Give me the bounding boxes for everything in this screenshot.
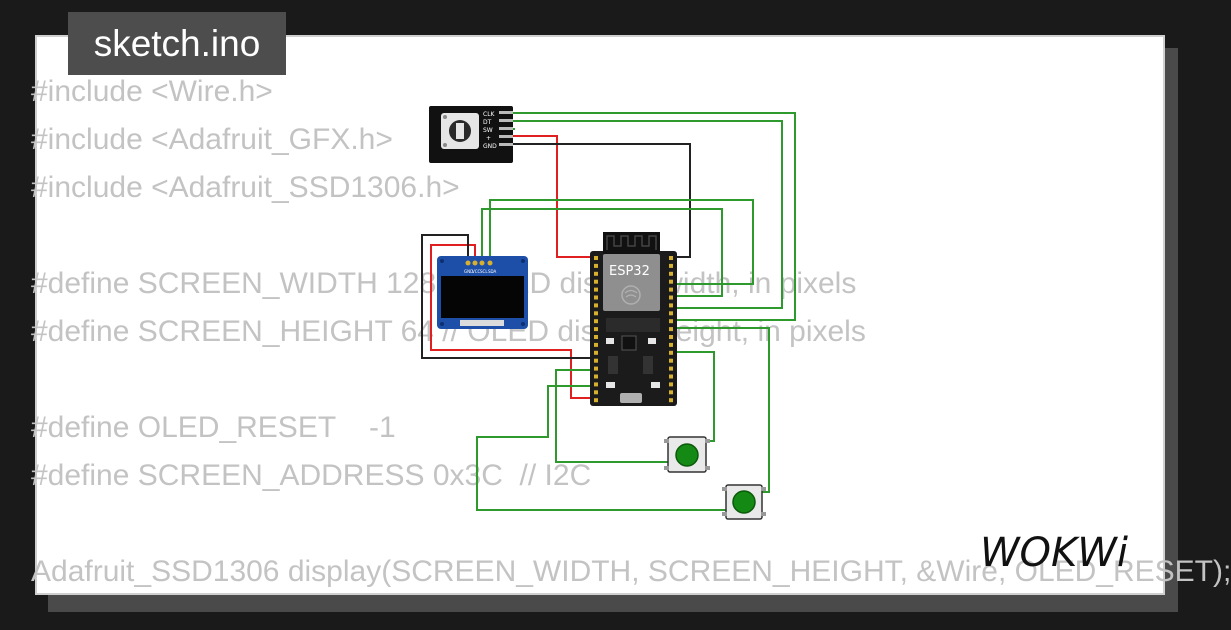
wire-green: [676, 351, 715, 442]
esp32-pin: [594, 295, 598, 300]
esp32-pin: [669, 287, 673, 292]
oled-pin-label: SCL: [480, 269, 488, 274]
wire-green: [489, 199, 754, 285]
code-editor: #include <Wire.h> #include <Adafruit_GFX.…: [31, 68, 1231, 596]
pushbutton-2[interactable]: [722, 484, 766, 520]
esp32-pin: [669, 256, 673, 260]
esp32-pin: [594, 390, 598, 395]
esp32-pin: [594, 311, 598, 316]
wire-green: [512, 120, 783, 309]
code-line: #include <Adafruit_GFX.h>: [31, 123, 393, 156]
esp32-pin: [669, 319, 673, 324]
wire-green: [512, 112, 796, 321]
encoder-pin-label: SW: [483, 127, 493, 134]
esp32-pin: [669, 390, 673, 395]
wire-red: [430, 244, 596, 399]
code-line: #define OLED_RESET -1: [31, 411, 396, 444]
oled-pin-label: VCC: [472, 269, 481, 274]
esp32-pin: [669, 382, 673, 387]
esp32-pin: [594, 350, 598, 355]
wire-black: [421, 234, 596, 359]
esp32-pin: [594, 358, 598, 363]
wires: [421, 112, 796, 511]
encoder-pin-label: +: [486, 135, 491, 142]
esp32-pin: [594, 263, 598, 268]
esp32-pin: [594, 398, 598, 403]
oled-display[interactable]: GND VCC SCL SDA: [437, 256, 528, 329]
esp32-label: ESP32: [609, 264, 650, 279]
esp32-pin: [594, 287, 598, 292]
esp32-pin: [669, 327, 673, 332]
esp32-pin: [594, 303, 598, 308]
esp32-pin: [594, 342, 598, 347]
rotary-encoder[interactable]: CLK DT SW + GND: [429, 106, 513, 163]
wokwi-logo: WOKWi: [980, 530, 1128, 576]
esp32-pin: [594, 382, 598, 387]
esp32-pin: [669, 263, 673, 268]
code-line: #define SCREEN_HEIGHT 64 // OLED display…: [31, 315, 866, 348]
encoder-pin-label: DT: [483, 119, 492, 126]
code-line: Adafruit_SSD1306 display(SCREEN_WIDTH, S…: [31, 555, 1231, 588]
esp32-pin: [669, 358, 673, 363]
code-line: #define SCREEN_ADDRESS 0x3C // I2C: [31, 459, 592, 492]
esp32-pin: [594, 271, 598, 276]
esp32-pin: [669, 295, 673, 300]
esp32-pin: [594, 327, 598, 332]
esp32-pin: [669, 398, 673, 403]
esp32-pin: [594, 256, 598, 260]
esp32-pin: [594, 374, 598, 379]
oled-pin-label: GND: [464, 269, 473, 274]
encoder-pin-label: GND: [483, 143, 497, 150]
wire-red: [512, 135, 596, 258]
esp32-pin: [669, 271, 673, 276]
esp32-pin: [669, 279, 673, 284]
oled-pin-label: SDA: [488, 269, 497, 274]
pushbutton-1[interactable]: [664, 436, 710, 473]
esp32-pin: [669, 335, 673, 339]
esp32-board[interactable]: ESP32: [590, 232, 677, 406]
esp32-pin: [669, 342, 673, 347]
esp32-pin: [594, 335, 598, 339]
wire-green: [555, 369, 668, 463]
code-line: #include <Wire.h>: [31, 75, 273, 108]
file-tab[interactable]: sketch.ino: [68, 12, 286, 75]
code-line: #include <Adafruit_SSD1306.h>: [31, 171, 460, 204]
esp32-pin: [669, 350, 673, 355]
encoder-pin-label: CLK: [483, 111, 496, 118]
circuit-diagram: CLK DT SW + GND GND VCC SCL SDA: [421, 106, 796, 520]
esp32-pin: [594, 319, 598, 324]
wire-green: [676, 327, 770, 493]
esp32-pin: [669, 311, 673, 316]
esp32-pin: [669, 366, 673, 371]
wire-green: [476, 385, 726, 511]
esp32-pin: [669, 303, 673, 308]
esp32-pin: [669, 374, 673, 379]
wokwi-logo-text: WOKWi: [980, 530, 1128, 576]
esp32-pin: [594, 366, 598, 371]
esp32-pin: [594, 279, 598, 284]
wire-green: [481, 208, 723, 297]
